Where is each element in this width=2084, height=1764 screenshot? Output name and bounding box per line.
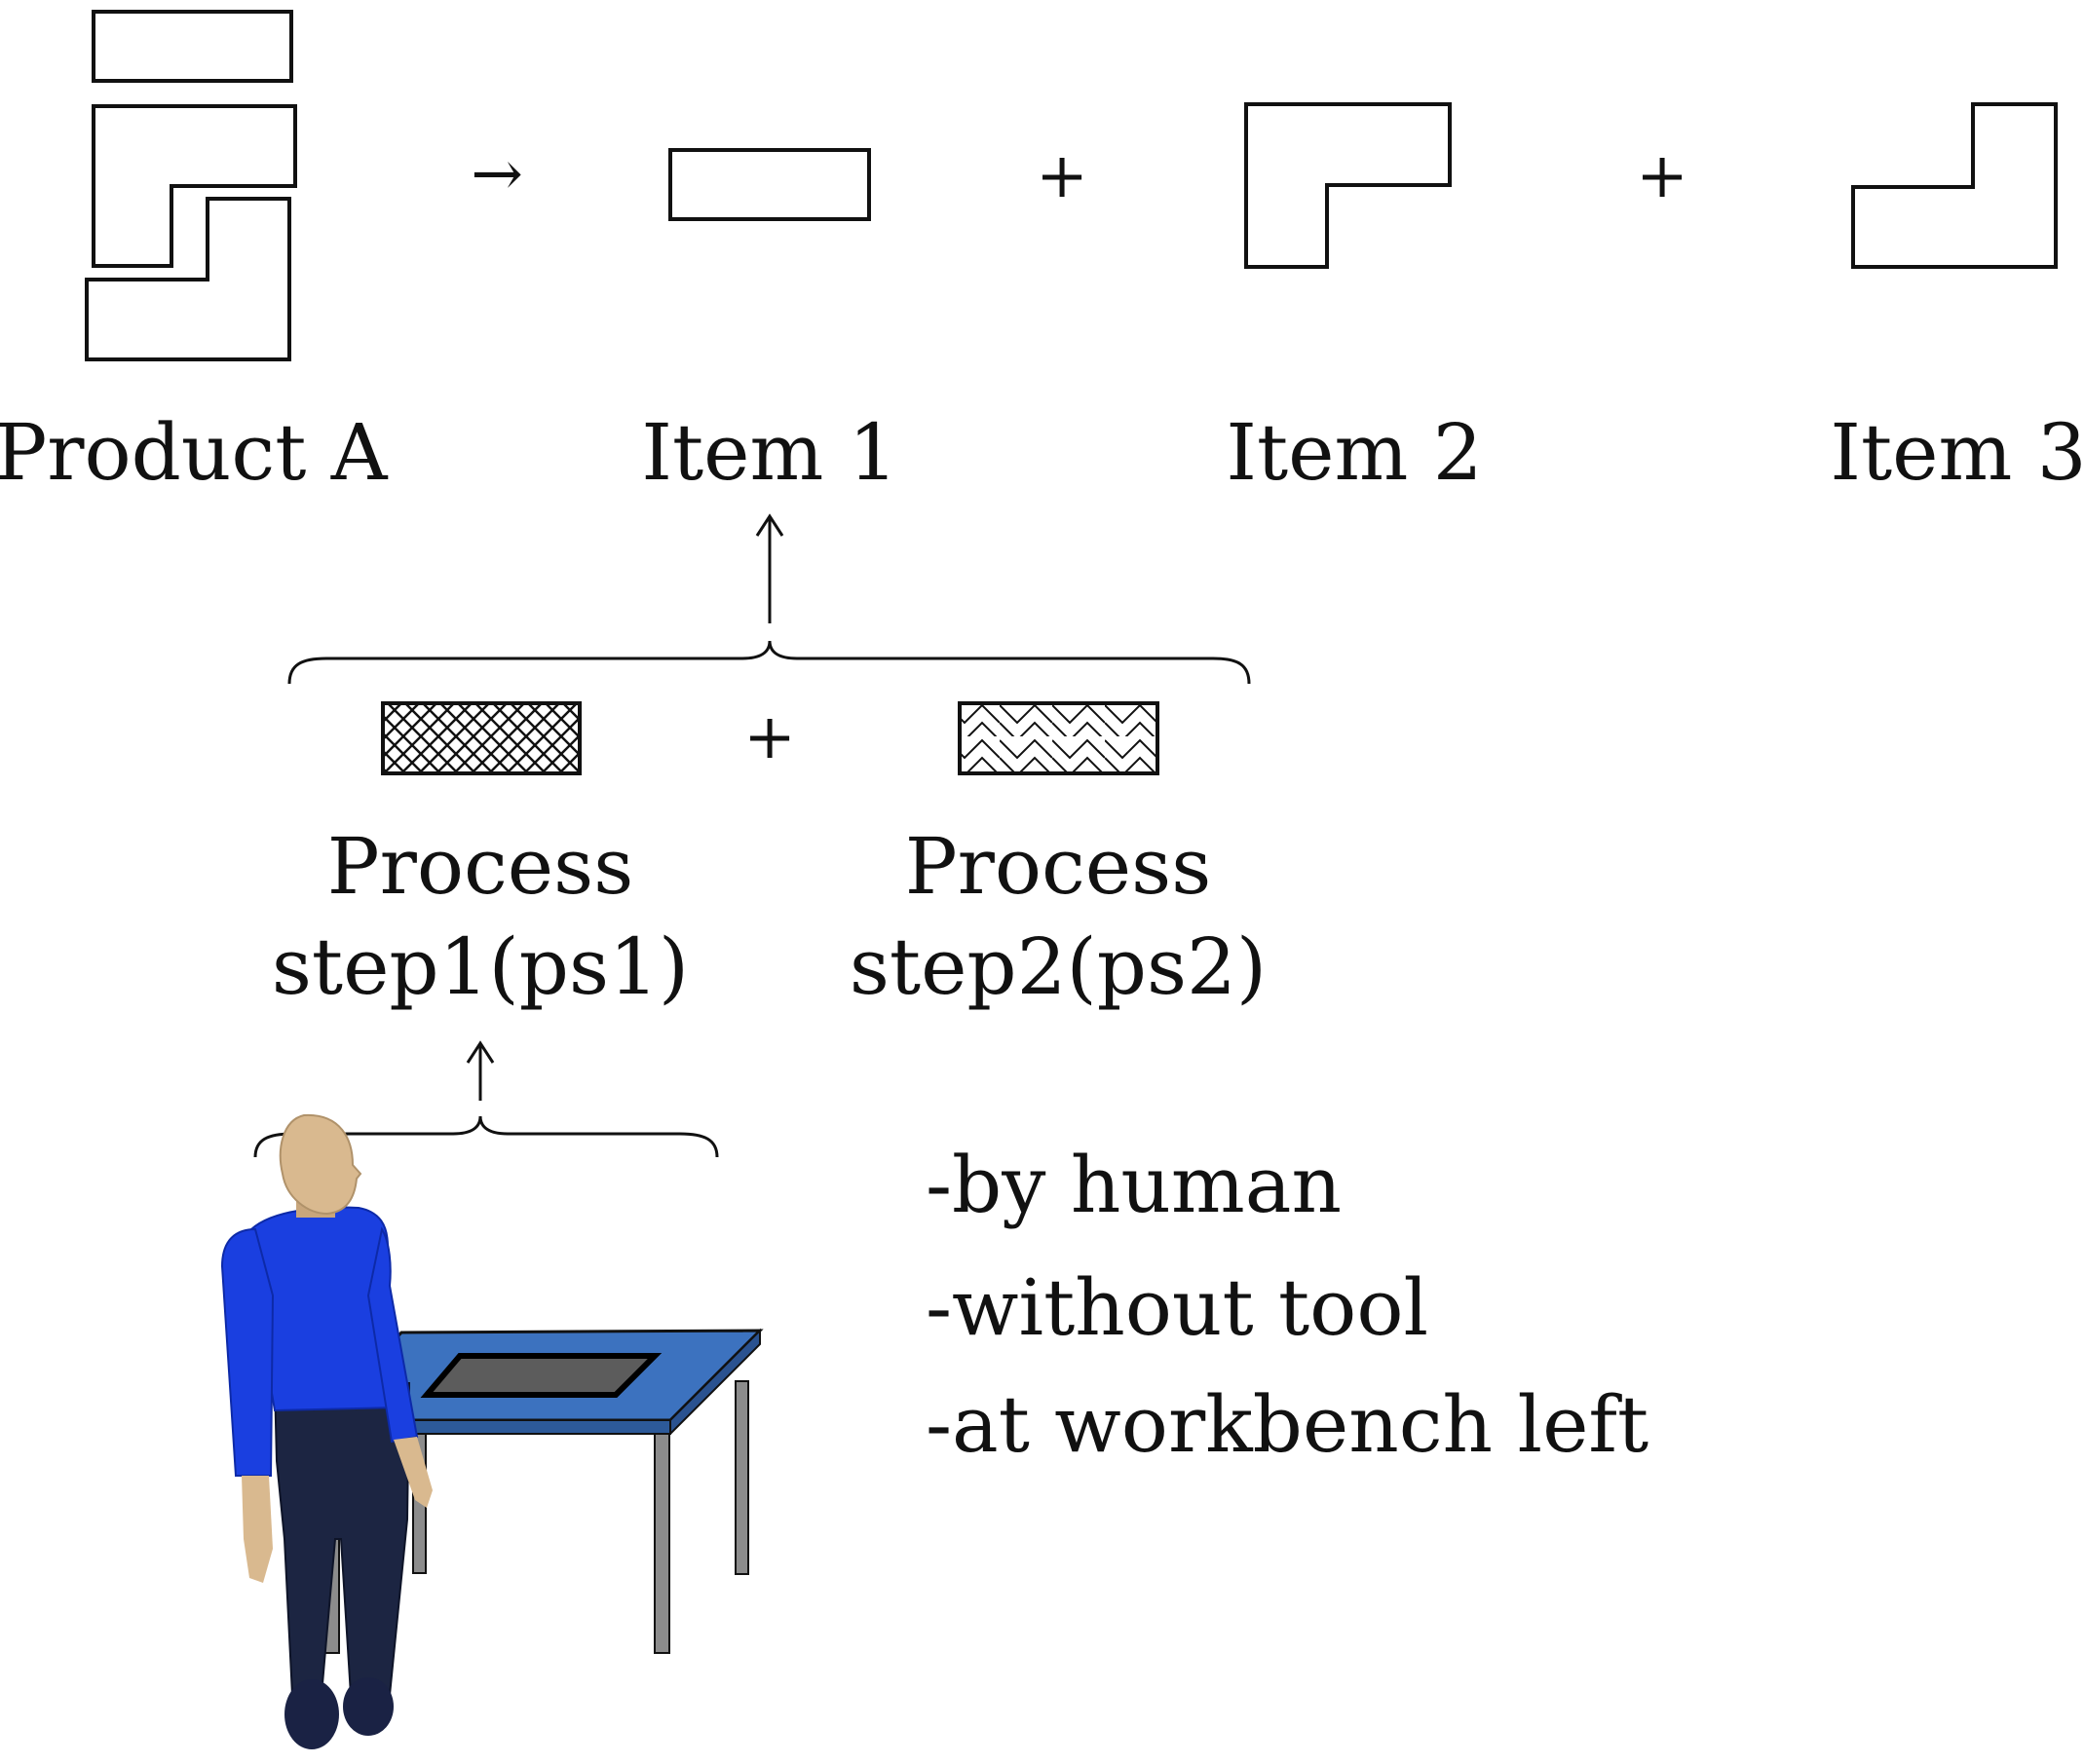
product-a-drawing <box>85 10 297 361</box>
attribute-without-tool: -without tool <box>926 1262 1428 1353</box>
worker-left-arm <box>220 1227 275 1477</box>
process-step-2-swatch <box>958 701 1159 775</box>
process-step-2-label-line1: Process <box>905 821 1212 912</box>
table-top-right-edge <box>669 1328 761 1437</box>
process-step-1-swatch <box>381 701 582 775</box>
item-3-shape <box>1851 102 2058 269</box>
process-brace <box>287 640 1251 685</box>
human-worker-figure <box>220 1113 433 1749</box>
attribute-by-human: -by human <box>926 1140 1342 1230</box>
workpiece-on-table <box>420 1353 663 1398</box>
worker-right-hand <box>394 1437 433 1508</box>
process-step-1-label-line1: Process <box>327 821 634 912</box>
table-leg-back-right <box>735 1380 749 1575</box>
item-1-shape <box>668 148 871 221</box>
worker-left-shoe <box>284 1679 339 1749</box>
item-1-label: Item 1 <box>641 407 897 498</box>
product-a-label: Product A <box>0 407 389 498</box>
plus-sign-process: + <box>743 701 796 773</box>
arrow-to-item-1 <box>755 513 784 623</box>
process-step-1-label-line2: step1(ps1) <box>272 921 689 1012</box>
product-a-bottom-l-shape <box>85 197 291 361</box>
item-3-label: Item 3 <box>1830 407 2084 498</box>
worker-right-shoe <box>343 1677 394 1736</box>
decompose-arrow: → <box>471 138 523 210</box>
item-2-label: Item 2 <box>1226 407 1482 498</box>
attribute-at-workbench-left: -at workbench left <box>926 1379 1648 1470</box>
table-leg-front-right <box>654 1433 670 1654</box>
plus-sign-1: + <box>1036 140 1088 212</box>
attribute-brace <box>253 1115 719 1158</box>
worker-left-hand <box>242 1476 273 1583</box>
product-a-middle-l-shape <box>92 104 297 268</box>
product-a-top-bar <box>92 10 293 83</box>
worker-legs <box>273 1382 411 1696</box>
plus-sign-2: + <box>1636 140 1688 212</box>
item-2-shape <box>1244 102 1452 269</box>
worker-head <box>279 1113 362 1216</box>
arrow-to-process-step-1 <box>466 1040 495 1101</box>
process-step-2-label-line2: step2(ps2) <box>850 921 1267 1012</box>
